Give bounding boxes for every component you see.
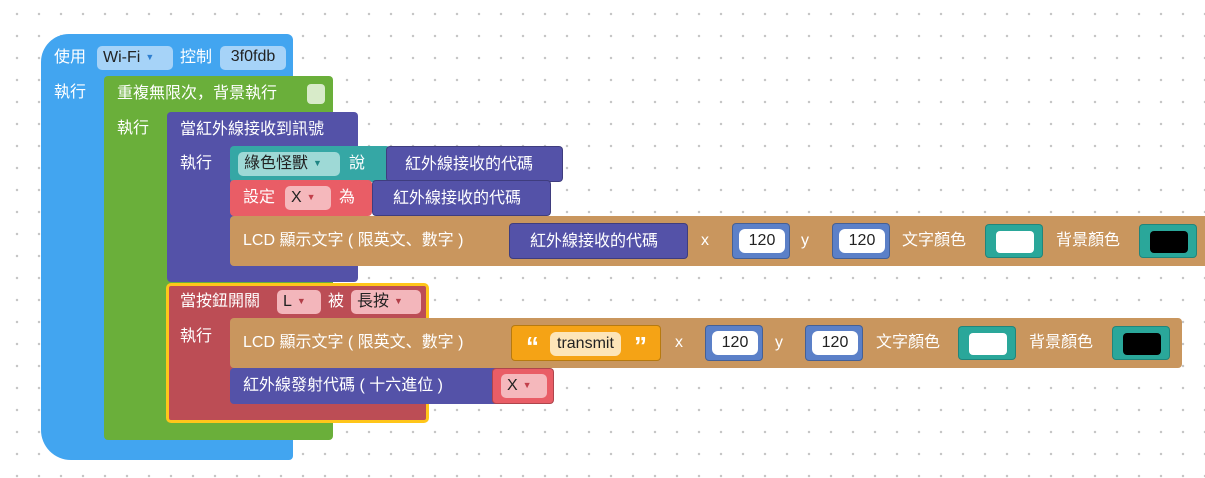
ir-code-value: 紅外線接收的代碼: [393, 190, 522, 207]
lcd1-bg-color-block[interactable]: [1139, 224, 1197, 258]
ir-code-reporter-set[interactable]: 紅外線接收的代碼: [372, 180, 551, 216]
loop-label: 重複無限次，背景執行: [117, 85, 278, 102]
lcd2-text-color-swatch[interactable]: [969, 333, 1007, 355]
ir-receive-exec-label: 執行: [180, 155, 213, 172]
character-value: 綠色怪獸: [244, 155, 309, 172]
button-dropdown[interactable]: L▼: [277, 290, 321, 314]
lcd1-y-number-block[interactable]: 120: [832, 223, 890, 259]
wifi-control-label: 控制: [180, 49, 213, 66]
chevron-down-icon: ▼: [522, 380, 532, 390]
open-quote-icon: “: [526, 331, 539, 361]
ir-code-value: 紅外線接收的代碼: [405, 156, 534, 173]
button-event-label: 當按鈕開關: [180, 293, 261, 310]
ir-receive-label: 當紅外線接收到訊號: [180, 121, 325, 138]
wifi-exec-label: 執行: [54, 84, 87, 101]
lcd1-y-input[interactable]: 120: [839, 229, 885, 253]
lcd1-x-number-block[interactable]: 120: [732, 223, 790, 259]
chevron-down-icon: ▼: [313, 158, 322, 168]
lcd2-bg-color-swatch[interactable]: [1123, 333, 1161, 355]
loop-background-checkbox[interactable]: [307, 84, 325, 104]
lcd2-y-label: y: [775, 334, 783, 351]
variable-dropdown[interactable]: X▼: [285, 186, 331, 210]
ir-send-variable-value: X: [507, 377, 518, 394]
lcd2-y-input[interactable]: 120: [812, 331, 858, 355]
variable-value: X: [291, 189, 302, 206]
lcd1-text-color-swatch[interactable]: [996, 231, 1034, 253]
lcd2-bg-color-label: 背景顏色: [1029, 334, 1094, 351]
wifi-connection-dropdown[interactable]: Wi-Fi ▼: [97, 46, 173, 70]
lcd1-bg-color-label: 背景顏色: [1056, 232, 1121, 249]
close-quote-icon: ”: [634, 331, 647, 361]
lcd2-y-number-block[interactable]: 120: [805, 325, 863, 361]
chevron-down-icon: ▼: [296, 296, 306, 306]
set-label: 設定: [243, 189, 276, 206]
button-exec-label: 執行: [180, 328, 213, 345]
wifi-use-label: 使用: [54, 49, 87, 66]
as-label: 為: [339, 189, 356, 206]
lcd2-bg-color-block[interactable]: [1112, 326, 1170, 360]
lcd1-bg-color-swatch[interactable]: [1150, 231, 1188, 253]
character-dropdown[interactable]: 綠色怪獸 ▼: [238, 152, 340, 176]
ir-send-label: 紅外線發射代碼 ( 十六進位 ): [243, 377, 443, 394]
loop-exec-label: 執行: [117, 120, 150, 137]
chevron-down-icon: ▼: [394, 296, 403, 306]
wifi-connection-value: Wi-Fi: [103, 49, 141, 66]
text-string-block[interactable]: “ transmit ”: [511, 325, 661, 361]
lcd1-text-color-label: 文字顏色: [902, 232, 967, 249]
lcd2-text-color-label: 文字顏色: [876, 334, 941, 351]
ir-code-value: 紅外線接收的代碼: [530, 233, 659, 250]
button-action-dropdown[interactable]: 長按 ▼: [351, 290, 421, 314]
lcd2-text-color-block[interactable]: [958, 326, 1016, 360]
lcd2-x-label: x: [675, 334, 683, 351]
lcd1-y-label: y: [801, 232, 809, 249]
button-by-label: 被: [328, 293, 345, 310]
wifi-device-id-value: 3f0fdb: [230, 48, 276, 65]
ir-code-reporter-say[interactable]: 紅外線接收的代碼: [386, 146, 563, 182]
ir-send-variable-dropdown[interactable]: X▼: [501, 374, 547, 398]
lcd2-x-number-block[interactable]: 120: [705, 325, 763, 361]
wifi-device-id-field[interactable]: 3f0fdb: [220, 46, 286, 70]
ir-send-variable-block[interactable]: X▼: [492, 368, 554, 404]
lcd2-x-input[interactable]: 120: [712, 331, 758, 355]
lcd-label-1: LCD 顯示文字 ( 限英文、數字 ): [243, 232, 464, 249]
lcd1-x-label: x: [701, 232, 709, 249]
text-string-input[interactable]: transmit: [550, 332, 621, 356]
ir-code-reporter-lcd[interactable]: 紅外線接收的代碼: [509, 223, 688, 259]
chevron-down-icon: ▼: [145, 52, 155, 62]
chevron-down-icon: ▼: [306, 192, 316, 202]
lcd1-text-color-block[interactable]: [985, 224, 1043, 258]
button-action-value: 長按: [357, 293, 390, 310]
ir-send-code-block[interactable]: [230, 368, 500, 404]
say-label: 說: [349, 155, 366, 172]
lcd1-x-input[interactable]: 120: [739, 229, 785, 253]
button-value: L: [283, 293, 292, 310]
lcd-label-2: LCD 顯示文字 ( 限英文、數字 ): [243, 334, 464, 351]
